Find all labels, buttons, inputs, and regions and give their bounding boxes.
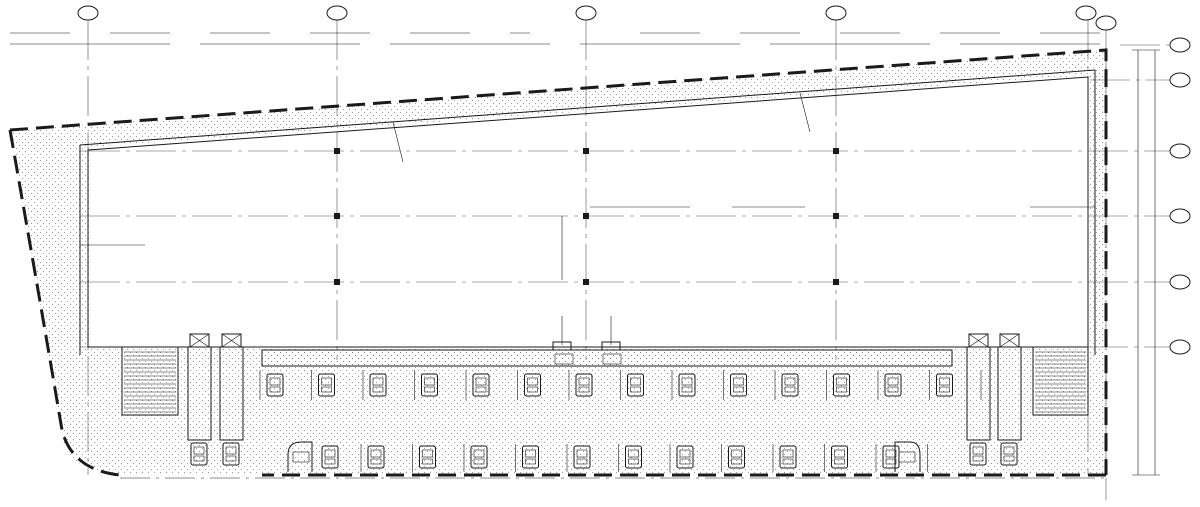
parked-car: [730, 373, 747, 397]
top-dimension-lines: [10, 32, 1100, 45]
parked-car: [472, 373, 490, 397]
core-left: [187, 333, 244, 441]
parked-car: [575, 373, 593, 397]
parked-car: [367, 445, 385, 469]
parked-car: [833, 373, 850, 397]
parked-car: [266, 373, 284, 397]
parked-car: [369, 373, 387, 397]
parked-car: [884, 373, 902, 397]
parked-car: [470, 445, 488, 469]
parked-car: [728, 445, 745, 469]
parked-car: [190, 442, 208, 466]
horizontal-grid-bubbles: [1169, 37, 1191, 355]
landscape-border-strip: [10, 50, 1106, 475]
parking-stalls: [190, 370, 1018, 472]
parked-car: [779, 445, 797, 469]
walkway-strip: [261, 349, 953, 367]
security-booth-left: [287, 441, 313, 472]
site-boundary: [8, 48, 1108, 477]
parked-car: [522, 445, 539, 469]
parked-car: [969, 442, 987, 466]
parked-car: [936, 373, 953, 397]
parked-car: [625, 445, 642, 469]
entrance-doors: [552, 341, 622, 365]
parked-car: [627, 373, 644, 397]
parked-car: [524, 373, 541, 397]
parked-car: [222, 442, 240, 466]
parked-car: [321, 445, 339, 469]
parked-car: [573, 445, 591, 469]
interior-annotation-lines: [80, 92, 1095, 345]
ramp-left: [121, 346, 179, 416]
parked-car: [318, 373, 335, 397]
core-right: [966, 333, 1022, 441]
ramp-right: [1032, 346, 1089, 416]
parked-car: [676, 445, 694, 469]
parked-car: [831, 445, 848, 469]
right-dimension-lines: [1132, 49, 1160, 476]
structural-columns: [334, 148, 839, 285]
parked-car: [781, 373, 799, 397]
parked-car: [678, 373, 696, 397]
parked-car: [1000, 442, 1018, 466]
security-booth-right: [894, 441, 921, 472]
vertical-grid-bubbles: [77, 5, 1117, 31]
parked-car: [419, 445, 436, 469]
parked-car: [421, 373, 438, 397]
